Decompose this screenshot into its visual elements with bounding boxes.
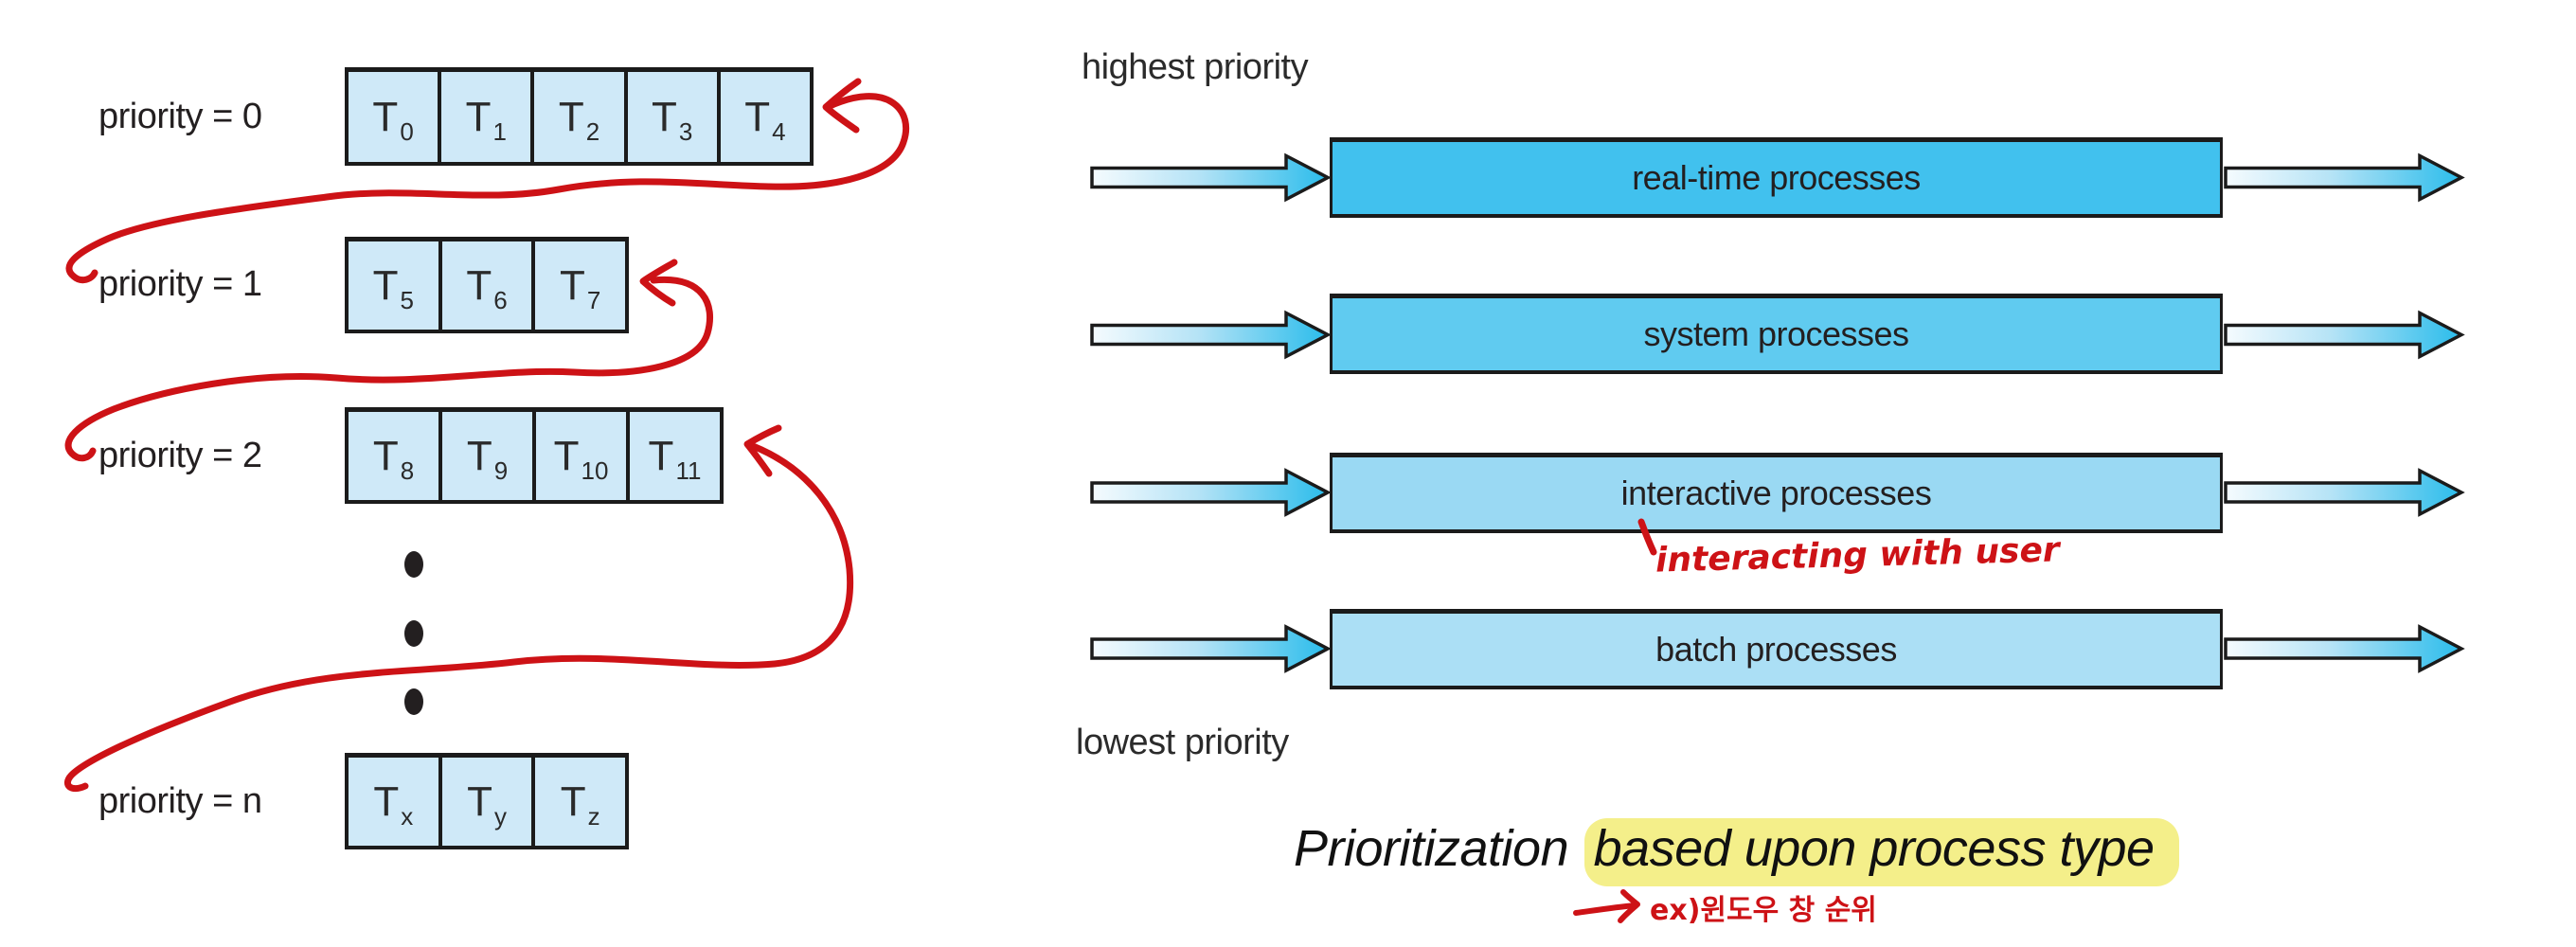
process-bar-label: real-time processes [1632,158,1921,197]
thread-subscript: x [401,802,414,831]
ellipsis-dot [404,688,423,715]
process-bar-system: system processes [1330,294,2223,374]
process-bar-interactive: interactive processes [1330,453,2223,533]
flow-arrow-out-batch [2224,625,2463,672]
process-bar-label: system processes [1643,314,1909,353]
thread-label: T [648,432,674,479]
thread-label: T [466,432,492,479]
thread-label: T [560,777,586,825]
korean-note: ex)윈도우 창 순위 [1650,894,1877,927]
flow-arrow-out-interactive [2224,469,2463,516]
caption: Prioritization based upon process type [1294,818,2179,886]
red-arrowhead-queue0 [822,78,862,134]
red-arrow-shaft [1573,902,1637,916]
flow-arrow-in-realtime [1090,153,1330,202]
thread-subscript: 7 [586,286,601,314]
thread-subscript: 5 [400,286,415,314]
priority-label-1: priority = 1 [98,264,262,304]
thread-subscript: 1 [492,117,507,146]
red-arrowhead-queue2 [743,424,782,477]
highest-priority-label: highest priority [1082,47,1309,87]
process-bar-batch: batch processes [1330,609,2223,689]
red-loop-arrow-queue0 [65,93,910,284]
thread-label: T [560,261,585,309]
ellipsis-dot [404,551,423,578]
thread-subscript: y [493,802,507,831]
thread-label: T [553,432,580,479]
thread-label: T [467,777,492,825]
thread-label: T [744,93,771,140]
thread-subscript: 10 [581,456,609,485]
thread-subscript: 2 [585,117,600,146]
lowest-priority-label: lowest priority [1076,723,1289,762]
red-loop-arrow-queue2 [63,442,854,793]
thread-label: T [372,261,399,309]
flow-arrow-in-batch [1090,625,1330,672]
flow-arrow-out-system [2224,311,2463,359]
thread-label: T [373,777,400,825]
caption-highlight: based upon process type [1583,818,2179,886]
thread-label: T [558,93,584,140]
flow-arrow-in-interactive [1090,469,1330,516]
red-arrow-icon [1573,889,1640,923]
thread-subscript: 9 [493,456,509,485]
red-tick-icon [1637,518,1657,556]
thread-label: T [465,93,492,140]
thread-subscript: 11 [675,456,702,485]
thread-subscript: 3 [678,117,693,146]
process-bar-realtime: real-time processes [1330,137,2223,218]
flow-arrow-out-realtime [2224,153,2463,202]
thread-subscript: 4 [772,117,786,146]
thread-label: T [372,432,399,479]
thread-subscript: z [587,802,600,831]
process-bar-label: interactive processes [1620,474,1932,512]
thread-label: T [652,93,677,140]
red-arrow-head [1618,889,1640,923]
thread-label: T [372,93,399,140]
red-arrowhead-queue1 [639,259,678,307]
priority-label-0: priority = 0 [98,97,262,136]
priority-label-n: priority = n [98,781,262,821]
caption-plain: Prioritization [1294,820,1569,877]
process-bar-label: batch processes [1655,630,1897,669]
flow-arrow-in-system [1090,311,1330,359]
ellipsis-dots [404,551,423,715]
priority-label-2: priority = 2 [98,436,262,475]
thread-subscript: 0 [400,117,414,146]
ellipsis-dot [404,620,423,647]
thread-subscript: 8 [400,456,415,485]
thread-label: T [466,261,492,309]
red-loop-arrow-queue1 [64,276,714,462]
thread-subscript: 6 [493,286,508,314]
